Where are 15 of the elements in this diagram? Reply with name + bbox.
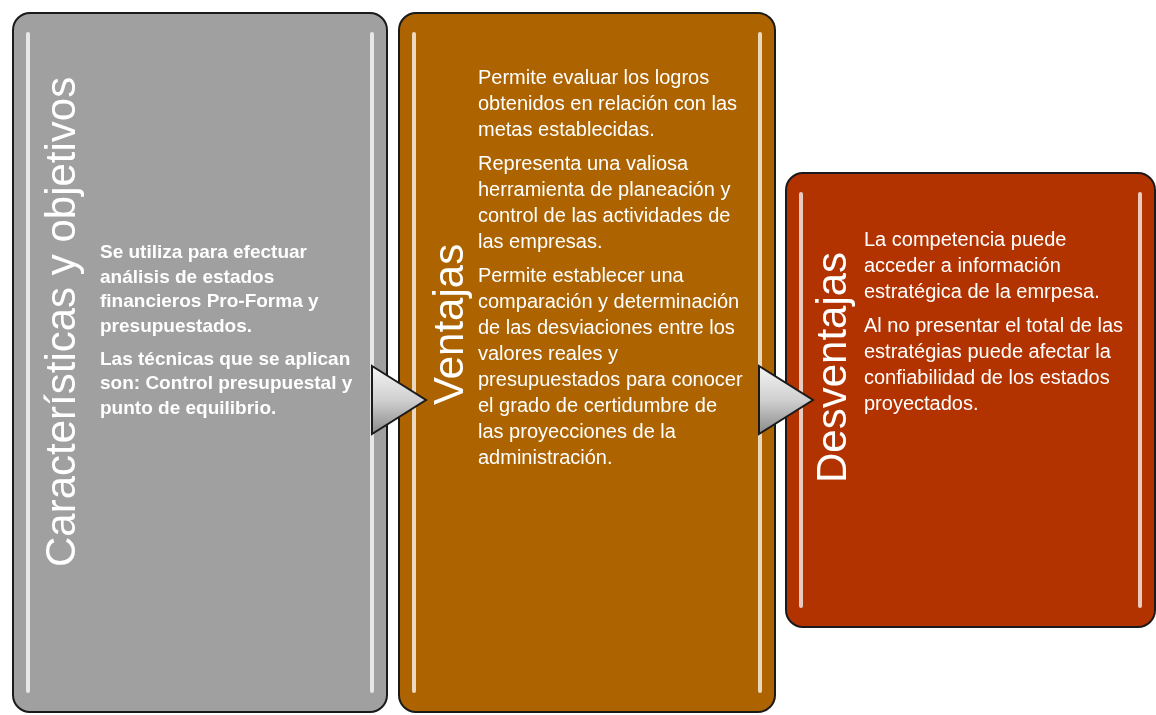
bullet-text: Permite establecer una comparación y determinación de las desviaciones entre los valores reales y presupuestados para conocer el grado de certidumbre de las proyecciones de la administración. xyxy=(478,263,744,470)
arrow xyxy=(758,365,814,435)
bullet-text: Al no presentar el total de las estratégias puede afectar la confiabilidad de los estados proyectados. xyxy=(864,313,1125,416)
panel-heading: Características y objetivos xyxy=(40,75,82,570)
panel-box xyxy=(398,12,776,713)
panel-box xyxy=(785,172,1156,628)
bullet-text: Las técnicas que se aplican son: Control presupuestal y punto de equilibrio. xyxy=(100,346,354,421)
bullet-text: La competencia puede acceder a información estratégica de la emrpesa. xyxy=(864,227,1101,304)
bullet-text: Representa una valiosa herramienta de planeación y control de las actividades de las empresas. xyxy=(478,151,732,254)
bullet-text: Permite evaluar los logros obtenidos en relación con las metas establecidas. xyxy=(478,65,739,142)
panel-heading: Ventajas xyxy=(428,242,470,407)
panel-heading: Desventajas xyxy=(811,250,853,485)
bullet-text: Se utiliza para efectuar análisis de estados financieros Pro-Forma y presupuestados. xyxy=(100,240,320,339)
arrow xyxy=(371,365,427,435)
panel-box xyxy=(12,12,388,713)
